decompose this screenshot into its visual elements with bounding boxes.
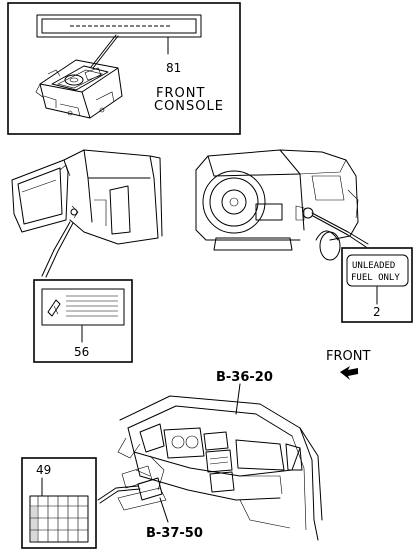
- unleaded-fuel-label-panel: UNLEADED FUEL ONLY 2: [341, 247, 413, 323]
- front-console-label-line2: CONSOLE: [154, 99, 224, 114]
- part-number-56: 56: [74, 345, 89, 359]
- part-number-81: 81: [166, 61, 181, 75]
- jack-label-panel: 56: [33, 279, 133, 363]
- reference-b-37-50: B-37-50: [146, 526, 203, 541]
- front-console-label-line1: FRONT: [156, 86, 205, 101]
- unleaded-label-line1: UNLEADED: [352, 261, 395, 271]
- unleaded-label-line2: FUEL ONLY: [351, 273, 400, 283]
- console-drawing: [35, 59, 123, 119]
- front-direction-label: FRONT: [326, 349, 370, 364]
- rear-door-drawing: [11, 149, 163, 278]
- front-console-panel: 81 FRONT CONSOLE: [7, 2, 241, 135]
- tire-info-label-panel: 49: [21, 457, 97, 549]
- front-arrow-icon: [340, 366, 358, 380]
- part-number-2: 2: [373, 305, 381, 319]
- vehicle-rear-drawing: [195, 149, 369, 261]
- reference-b-36-20: B-36-20: [216, 370, 273, 385]
- part-number-49: 49: [36, 463, 51, 477]
- front-direction-indicator: FRONT: [326, 349, 370, 380]
- dashboard-drawing: [117, 395, 323, 541]
